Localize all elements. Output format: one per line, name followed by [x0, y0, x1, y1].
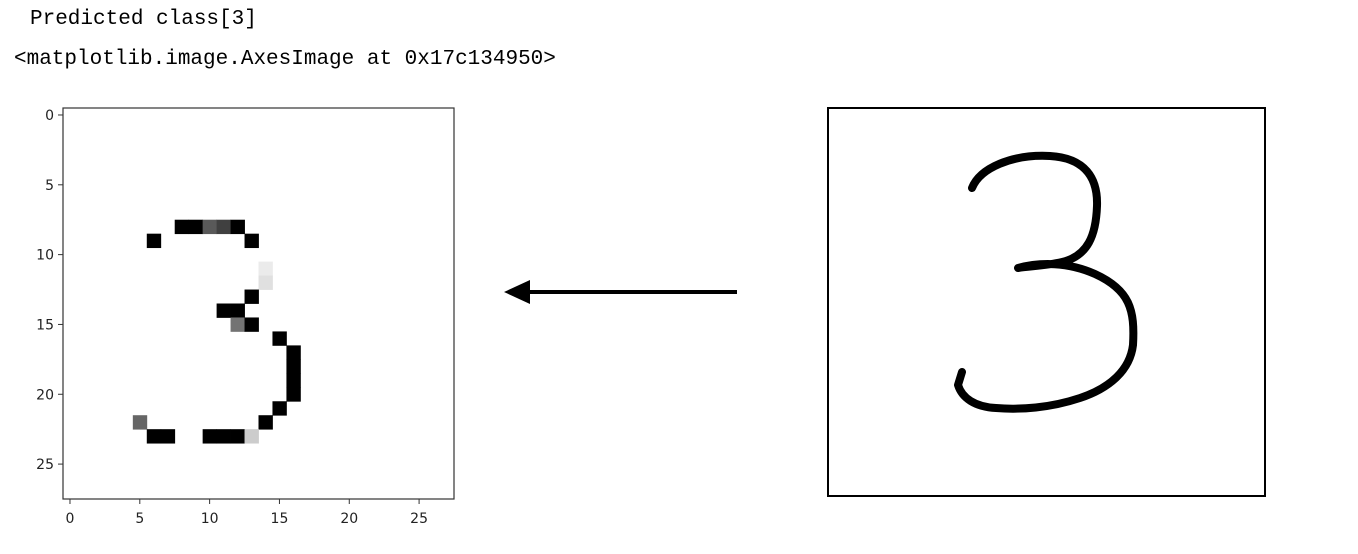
heatmap-cell — [230, 303, 245, 318]
heatmap-cell — [230, 317, 245, 332]
heatmap-cell — [216, 219, 231, 235]
y-tick-label: 20 — [36, 387, 54, 403]
heatmap-cell — [258, 261, 273, 276]
arrow-head — [504, 280, 530, 304]
heatmap-cell — [216, 429, 231, 444]
heatmap-cell — [216, 303, 231, 318]
heatmap-cell — [230, 429, 245, 444]
y-tick-label: 10 — [36, 248, 54, 264]
heatmap-cells — [132, 219, 301, 444]
heatmap-cell — [244, 233, 259, 249]
left-arrow — [504, 280, 737, 304]
heatmap-cell — [286, 345, 301, 360]
heatmap-cell — [202, 429, 218, 444]
x-tick-label: 10 — [201, 511, 219, 527]
heatmap-cell — [132, 415, 148, 430]
axesimage-repr-output: <matplotlib.image.AxesImage at 0x17c1349… — [14, 48, 556, 71]
heatmap-cell — [188, 219, 204, 235]
y-tick-label: 25 — [36, 457, 54, 473]
heatmap-cell — [286, 359, 301, 374]
handwritten-digit-stroke — [954, 151, 1138, 413]
heatmap-cell — [160, 429, 176, 444]
y-tick-label: 5 — [45, 178, 54, 194]
heatmap-cell — [286, 387, 301, 402]
heatmap-cell — [202, 219, 218, 235]
heatmap-cell — [272, 331, 287, 346]
heatmap-cell — [244, 317, 259, 332]
x-tick-label: 0 — [66, 511, 75, 527]
drawing-frame — [827, 107, 1266, 497]
heatmap-cell — [244, 429, 259, 444]
y-tick-label: 0 — [45, 108, 54, 124]
x-tick-label: 20 — [340, 511, 358, 527]
handwritten-digit-canvas — [827, 107, 1266, 497]
x-tick-label: 25 — [410, 511, 428, 527]
heatmap-ticks: 0 5 10 15 20 25 0 5 10 15 20 25 — [36, 108, 428, 527]
heatmap-cell — [258, 415, 273, 430]
x-tick-label: 15 — [271, 511, 289, 527]
predicted-class-output: Predicted class[3] — [30, 8, 257, 31]
heatmap-cell — [174, 219, 190, 235]
y-tick-label: 15 — [36, 317, 54, 333]
heatmap-axes-frame — [62, 107, 455, 500]
heatmap-cell — [272, 401, 287, 416]
heatmap-cell — [258, 275, 273, 290]
heatmap-cell — [230, 219, 245, 235]
heatmap-cell — [244, 289, 259, 304]
x-tick-label: 5 — [135, 511, 144, 527]
heatmap-cell — [286, 373, 301, 388]
heatmap-cell — [146, 429, 162, 444]
heatmap-cell — [146, 233, 162, 249]
